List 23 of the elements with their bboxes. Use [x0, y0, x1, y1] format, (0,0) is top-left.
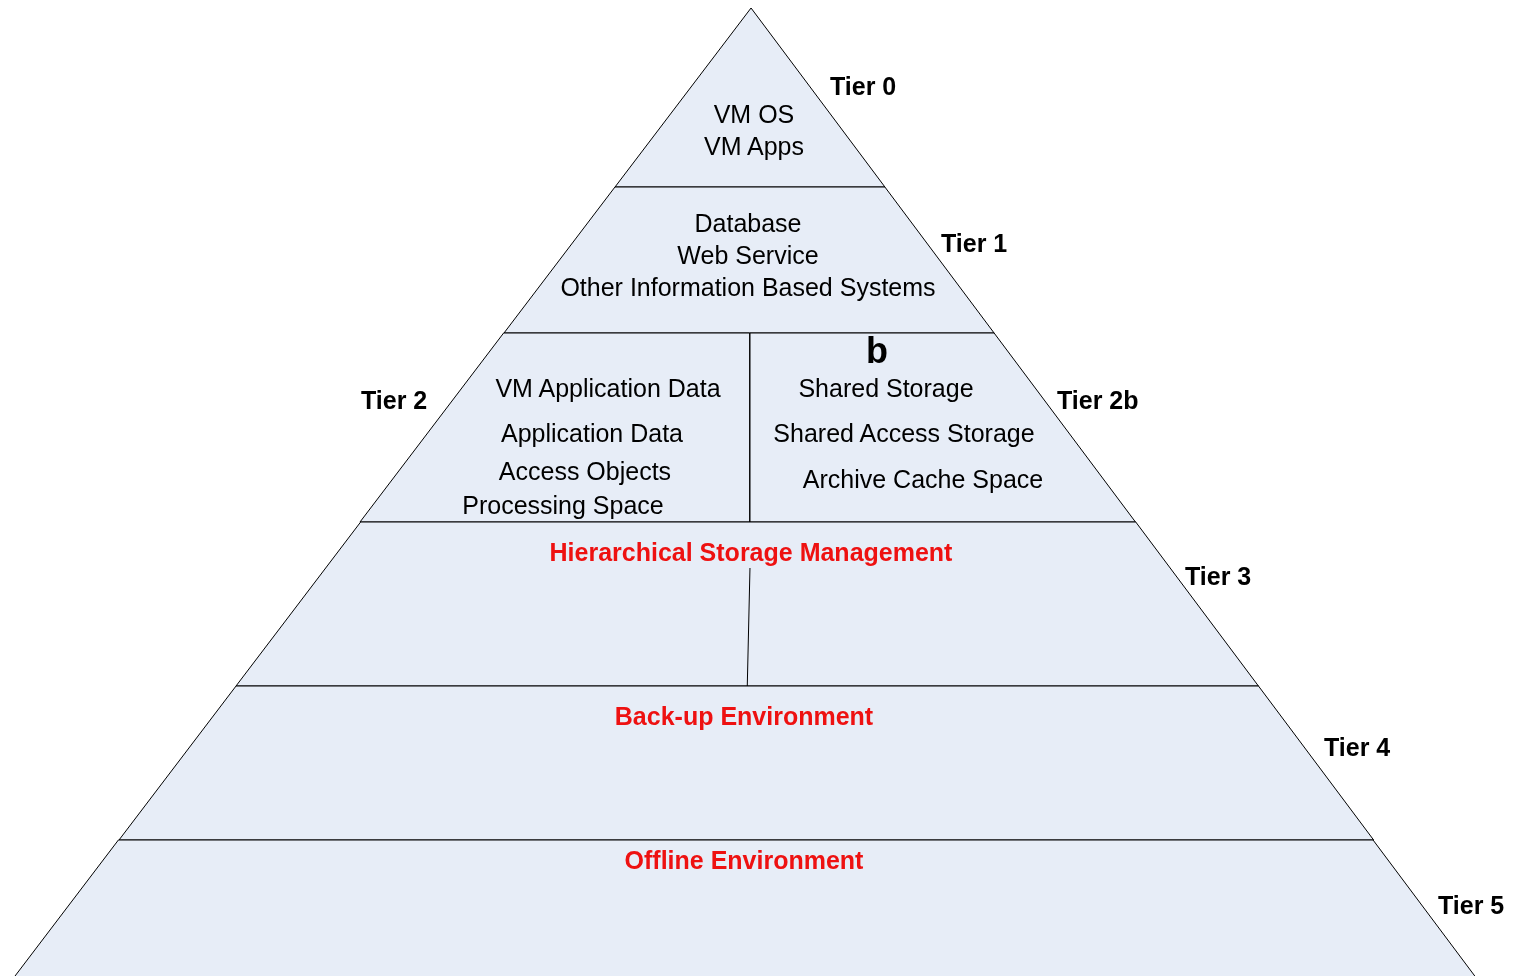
- tier-label: Tier 5: [1438, 892, 1505, 918]
- tier-heading: Back-up Environment: [614, 703, 874, 729]
- tier-label: Tier 2b: [1057, 387, 1139, 413]
- tier-item-text: VM Application Data: [495, 375, 721, 401]
- tier-item-text: Application Data: [500, 420, 683, 446]
- tier-heading: Offline Environment: [624, 847, 864, 873]
- tier-item-text: VM Apps: [703, 133, 804, 159]
- tier-item-text: Web Service: [677, 242, 819, 268]
- tier-label: Tier 1: [941, 230, 1008, 256]
- tier-label: Tier 4: [1324, 734, 1391, 760]
- tier-item-text: Archive Cache Space: [802, 466, 1044, 492]
- tier-item-text: VM OS: [713, 101, 795, 127]
- tier-item-text: Access Objects: [498, 458, 672, 484]
- tier-item-text: Other Information Based Systems: [560, 274, 936, 300]
- tier-item-text: Shared Storage: [798, 375, 974, 401]
- tier-item-text: Database: [694, 210, 802, 236]
- tier-label: Tier 2: [361, 387, 428, 413]
- tier-item-text: Processing Space: [462, 492, 664, 518]
- tier-heading: Hierarchical Storage Management: [549, 539, 953, 565]
- tier-label: Tier 3: [1185, 563, 1252, 589]
- tier-item-text: b: [866, 333, 888, 369]
- tier-label: Tier 0: [830, 73, 897, 99]
- tier-item-text: Shared Access Storage: [773, 420, 1035, 446]
